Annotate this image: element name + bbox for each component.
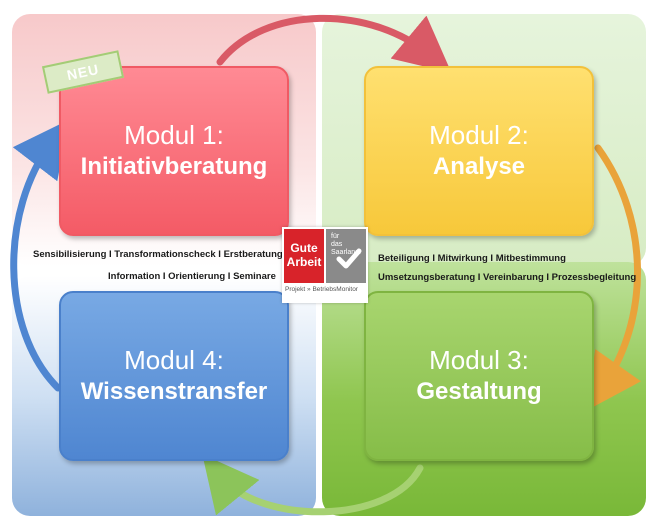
module-1-caption-secondary: Information I Orientierung I Seminare	[108, 271, 276, 282]
module-2-card: Modul 2: Analyse	[364, 66, 594, 236]
module-1-number: Modul 1:	[124, 120, 224, 150]
logo-side-saarland: Saarland.	[331, 249, 361, 256]
arrow-module2-to-module3	[585, 144, 642, 411]
module-4-number: Modul 4:	[124, 345, 224, 375]
arrow-module4-to-module1	[10, 119, 69, 392]
checkmark-icon	[336, 248, 362, 269]
arrow-module3-to-module4	[202, 454, 424, 516]
logo-word-gute: Gute	[290, 241, 318, 255]
module-1-card: Modul 1: Initiativberatung	[59, 66, 289, 236]
logo-side-das: das	[331, 241, 343, 248]
arrow-module1-to-module2	[216, 14, 452, 73]
module-4-title: Wissenstransfer	[80, 378, 268, 405]
module-1-title: Initiativberatung	[80, 153, 268, 180]
logo-side-fuer: für	[331, 233, 340, 240]
module-3-title: Gestaltung	[416, 378, 542, 405]
logo-word-arbeit: Arbeit	[286, 255, 322, 269]
module-2-title: Analyse	[432, 153, 526, 180]
module-3-card: Modul 3: Gestaltung	[364, 291, 594, 461]
module-4-card: Modul 4: Wissenstransfer	[59, 291, 289, 461]
logo-red-panel: Gute Arbeit	[284, 229, 324, 283]
module-1-caption-primary: Sensibilisierung I Transformationscheck …	[33, 249, 283, 260]
module-2-number: Modul 2:	[429, 120, 529, 150]
module-2-caption-secondary: Umsetzungsberatung I Vereinbarung I Proz…	[378, 272, 637, 283]
module-2-caption-primary: Beteiligung I Mitwirkung I Mitbestimmung	[378, 253, 566, 264]
module-3-number: Modul 3:	[429, 345, 529, 375]
gute-arbeit-logo: Gute Arbeit für das Saarland. Projekt » …	[282, 227, 368, 303]
logo-gray-panel: für das Saarland.	[326, 229, 366, 283]
logo-footer: Projekt » BetriebsMonitor	[285, 286, 358, 293]
